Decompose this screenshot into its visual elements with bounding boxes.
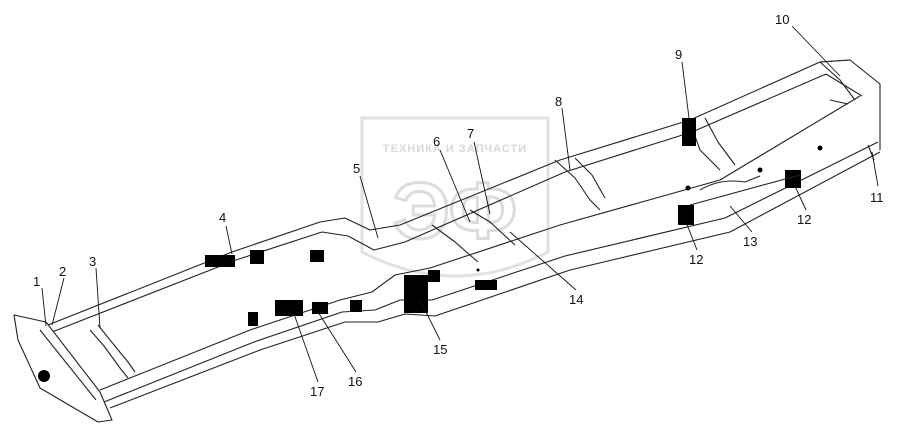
hole-2 [757, 167, 763, 173]
bracket-15b [428, 270, 440, 282]
near-rail-lower-edge [109, 151, 881, 409]
leader-4 [225, 225, 233, 255]
callout-numbers: 1 2 3 4 5 6 7 8 9 10 11 12 12 13 14 15 1… [33, 12, 884, 399]
hole-3 [817, 145, 823, 151]
cross-member-6 [431, 224, 479, 263]
callout-15: 15 [433, 342, 447, 357]
leader-8 [561, 107, 571, 171]
spring-bracket-12b [785, 170, 801, 188]
cross-member-7 [469, 209, 516, 246]
bracket-4 [205, 255, 235, 267]
bracket-small [350, 300, 362, 312]
cross-member-3 [97, 324, 136, 373]
front-bumper [13, 314, 113, 423]
bracket-16 [312, 302, 328, 314]
callout-16: 16 [348, 374, 362, 389]
cross-member-3b [89, 329, 129, 379]
near-rail-top [99, 95, 861, 391]
callout-10: 10 [775, 12, 789, 27]
bracket-front [248, 312, 258, 326]
cross-member-10 [819, 61, 856, 101]
callout-1: 1 [33, 274, 40, 289]
callout-3: 3 [89, 254, 96, 269]
bracket-9 [682, 118, 696, 146]
callout-9: 9 [675, 47, 682, 62]
bracket-4b [250, 250, 264, 264]
bracket-mid2 [475, 280, 497, 290]
leader-5 [359, 175, 379, 239]
bumper-edge [39, 329, 97, 401]
leader-12b [793, 183, 807, 211]
leader-11 [871, 151, 879, 187]
spring-bracket-12a [678, 205, 694, 225]
leader-15 [419, 299, 441, 341]
leader-10 [791, 25, 841, 77]
cross-member-9b [704, 117, 736, 166]
leader-6 [439, 149, 471, 223]
far-rail-bottom [51, 73, 827, 333]
leader-16 [317, 311, 357, 373]
leader-2 [51, 277, 65, 326]
callout-8: 8 [555, 94, 562, 109]
leader-13 [729, 205, 753, 233]
cross-member-8 [554, 159, 601, 211]
callout-12b: 12 [797, 212, 811, 227]
leader-9 [681, 61, 691, 127]
watermark-shield [360, 116, 550, 278]
callout-6: 6 [433, 134, 440, 149]
hole-1 [685, 185, 691, 191]
callout-4: 4 [219, 210, 226, 225]
bracket-mid [310, 250, 324, 262]
rail-13 [689, 174, 801, 206]
bracket-17 [275, 300, 303, 316]
leader-7 [473, 141, 491, 215]
tow-hook-center [41, 373, 47, 379]
leader-3 [95, 267, 101, 329]
callout-7: 7 [467, 126, 474, 141]
cross-member-8b [574, 157, 606, 199]
bracket-15 [404, 275, 428, 313]
leader-17 [293, 313, 319, 383]
callout-11: 11 [870, 190, 884, 205]
far-rail-top [47, 61, 821, 326]
callout-2: 2 [59, 264, 66, 279]
leader-1 [41, 287, 47, 327]
rear-inner-bar [829, 99, 849, 105]
hole-4 [476, 268, 480, 272]
watermark-top-text: ТЕХНИКА И ЗАПЧАСТИ [383, 143, 527, 155]
cutout-13 [699, 175, 761, 191]
callout-12a: 12 [689, 252, 703, 267]
watermark: ТЕХНИКА И ЗАПЧАСТИ ЭФ [360, 116, 550, 278]
leader-12a [685, 221, 698, 251]
callout-13: 13 [743, 234, 757, 249]
rear-end-frame [819, 59, 881, 150]
near-rail-bottom [103, 141, 879, 403]
leader-14 [509, 231, 577, 291]
chassis-frame [13, 59, 881, 423]
callout-17: 17 [310, 384, 324, 399]
callout-14: 14 [569, 292, 583, 307]
leader-lines [41, 25, 879, 383]
watermark-logo-letters: ЭФ [393, 166, 517, 255]
callout-5: 5 [353, 161, 360, 176]
